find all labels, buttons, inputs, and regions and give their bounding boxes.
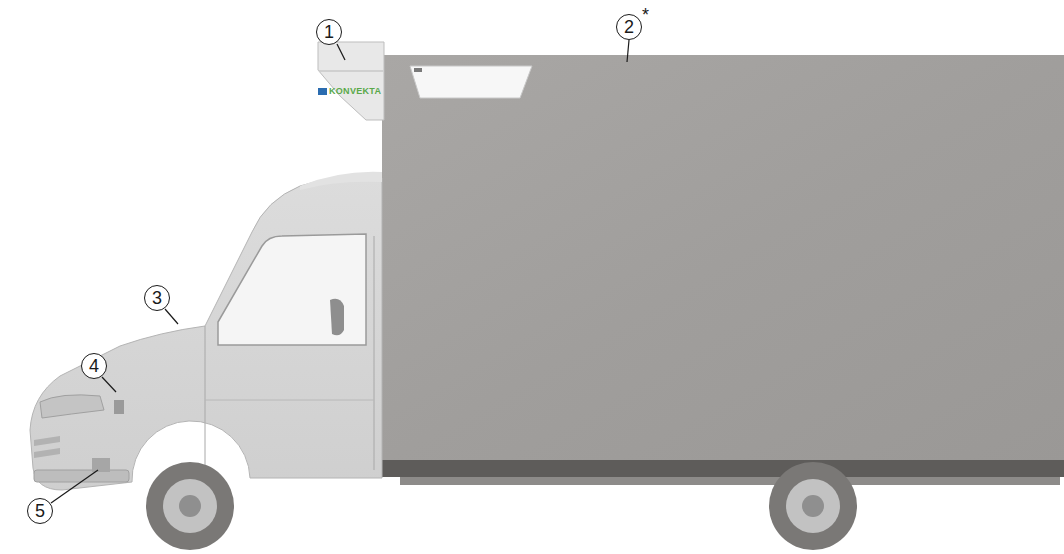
callout-circle: 2*: [616, 14, 642, 40]
callout-number: 2: [624, 18, 634, 36]
cab-body: [30, 177, 382, 490]
door-line: [374, 236, 375, 470]
unit-bracket: [414, 68, 422, 72]
headlight: [40, 395, 104, 418]
callout-circle: 4: [81, 353, 107, 379]
fog-lamp: [92, 458, 110, 472]
logo-text: KONVEKTA: [329, 86, 381, 96]
grille: [34, 436, 60, 458]
unit-seam: [318, 70, 384, 72]
condenser-unit: [318, 42, 384, 120]
chassis-rail: [382, 460, 1064, 477]
door-line: [205, 326, 206, 470]
logo-mark: [318, 88, 327, 95]
bumper: [34, 470, 129, 482]
front-wheel: [146, 462, 234, 550]
evaporator-unit: [410, 66, 532, 98]
callout-number: 4: [89, 357, 99, 375]
chassis-shadow: [400, 477, 1060, 485]
callout-circle: 3: [144, 285, 170, 311]
callout-number: 3: [152, 289, 162, 307]
side-marker: [114, 400, 124, 414]
mirror: [330, 299, 344, 335]
leader-line: [51, 470, 98, 503]
leader-line: [337, 44, 345, 60]
leader-line: [102, 377, 116, 392]
side-window: [218, 234, 366, 345]
callout-number: 1: [324, 23, 334, 41]
rear-wheel: [769, 462, 857, 550]
cargo-box: [382, 55, 1064, 462]
callout-circle: 5: [27, 498, 53, 524]
leader-line: [165, 309, 178, 324]
callout-circle: 1: [316, 19, 342, 45]
roof-fairing: [300, 172, 382, 190]
leader-line: [627, 40, 629, 62]
body-crease: [205, 400, 374, 401]
leader-lines: [51, 40, 629, 503]
callout-mark: *: [642, 6, 649, 24]
callout-number: 5: [35, 502, 45, 520]
